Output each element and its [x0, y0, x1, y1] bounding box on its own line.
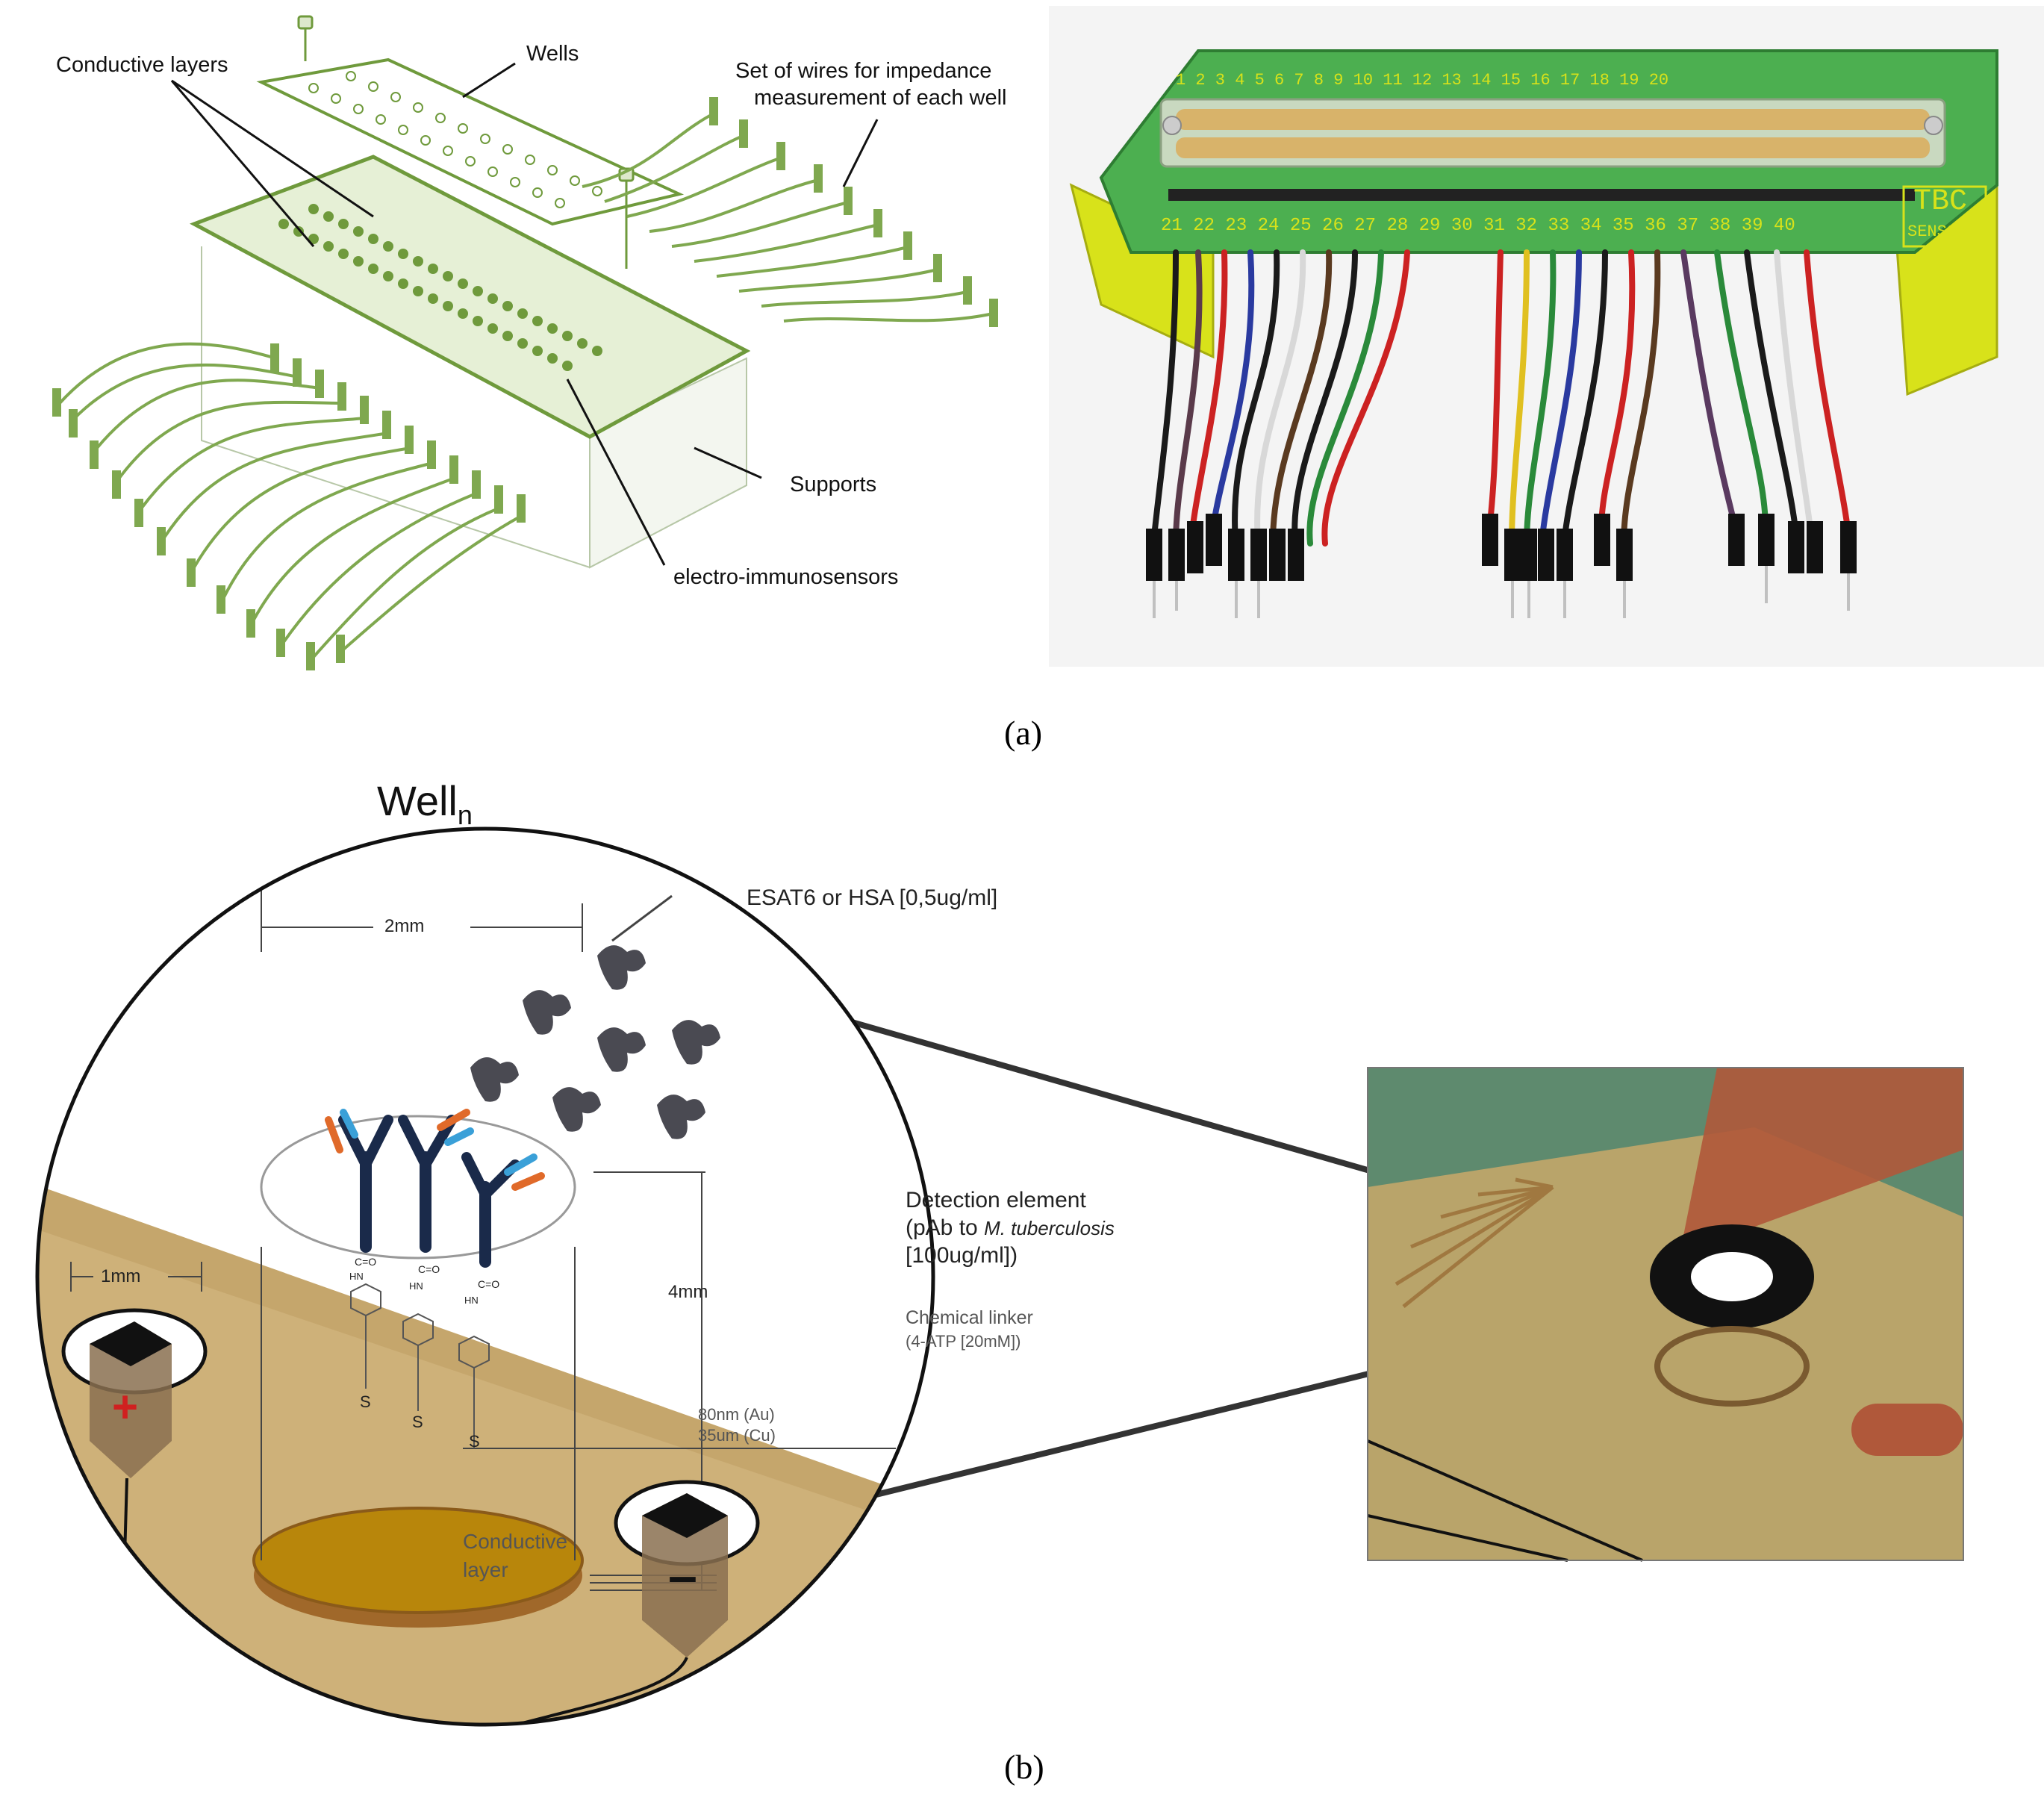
well-holes	[308, 71, 602, 208]
label-copper-layer: 35um (Cu)	[698, 1426, 776, 1445]
wire-pins-right	[709, 97, 998, 327]
caption-b: (b)	[1004, 1748, 1044, 1786]
plus-electrode	[61, 1308, 208, 1725]
label-1mm: 1mm	[101, 1266, 141, 1286]
sensor-photo-illustration: 21 22 23 24 25 26 27 28 29 30 31 32 33 3…	[1069, 49, 1998, 618]
exploded-sensor-illustration	[52, 15, 998, 670]
label-analyte: ESAT6 or HSA [0,5ug/ml]	[747, 885, 998, 910]
board-label-sensor: SENSOR	[1907, 222, 1967, 241]
svg-text:21 22 23 24 25 26 27 28 29 30: 21 22 23 24 25 26 27 28 29 30 31 32 33 3…	[1161, 216, 1795, 236]
plus-sign: +	[112, 1382, 139, 1432]
chem-label-s-1: S	[360, 1392, 371, 1411]
chem-label-hn-2: HN	[409, 1280, 423, 1292]
caption-a: (a)	[1004, 714, 1043, 752]
label-detection-line3: [100ug/ml])	[906, 1243, 1018, 1268]
chem-label-co-3: C=O	[478, 1278, 500, 1290]
panel-a-diagram: Conductive layers Wells Set of wires for…	[0, 0, 1030, 672]
chem-label-hn-1: HN	[349, 1271, 364, 1282]
well-title-main: Well	[377, 777, 458, 824]
label-detection-line2: (pAb to M. tuberculosis	[906, 1215, 1115, 1242]
label-linker-line1: Chemical linker	[906, 1307, 1033, 1328]
chem-label-co-1: C=O	[355, 1256, 377, 1268]
zoom-view	[1367, 1067, 1964, 1562]
chem-label-s-2: S	[412, 1413, 423, 1431]
well-circle	[35, 826, 935, 1727]
label-conductive-layers: Conductive layers	[56, 53, 228, 77]
wires-right	[582, 110, 994, 323]
minus-electrode	[462, 1480, 760, 1725]
well-title-subscript: n	[457, 800, 473, 831]
label-detection-organism: M. tuberculosis	[984, 1217, 1115, 1239]
chem-label-co-2: C=O	[418, 1263, 440, 1275]
board-label-tbc: TBC	[1913, 185, 1968, 219]
label-supports: Supports	[790, 473, 877, 496]
label-conductive-line1: Conductive	[463, 1530, 568, 1553]
electrode-rows	[278, 204, 602, 371]
well-title: Welln	[377, 776, 473, 831]
well-illustration	[35, 826, 1964, 1727]
label-linker-line2: (4-ATP [20mM])	[906, 1332, 1021, 1351]
chem-label-hn-3: HN	[464, 1295, 479, 1306]
label-wires-line1: Set of wires for impedance	[735, 59, 992, 83]
svg-text:1 2 3 4 5 6 7 8 9 10 11 12 13: 1 2 3 4 5 6 7 8 9 10 11 12 13 14 15 16 1…	[1176, 71, 1668, 90]
label-2mm: 2mm	[384, 916, 425, 936]
label-wells: Wells	[526, 42, 579, 66]
antibodies	[325, 1109, 545, 1268]
chemical-linkers	[350, 1283, 490, 1448]
minus-sign: –	[668, 1546, 697, 1604]
wire-pins-bottom-left	[52, 343, 526, 670]
pcb-board	[189, 155, 751, 439]
label-4mm: 4mm	[668, 1282, 708, 1302]
sensor-photo: 21 22 23 24 25 26 27 28 29 30 31 32 33 3…	[1049, 6, 2044, 667]
label-electro-immunosensors: electro-immunosensors	[673, 565, 899, 589]
photo-wires	[1150, 249, 1851, 547]
label-detection-line1: Detection element	[906, 1188, 1086, 1212]
label-conductive-line2: layer	[463, 1558, 508, 1581]
chem-label-s-3: S	[469, 1432, 480, 1451]
panel-b: Welln ESAT6 or HSA [0,5ug/ml] 2mm 1mm 4m…	[0, 769, 2044, 1740]
wires-bottom-left	[58, 342, 523, 658]
label-detection-prefix: (pAb to	[906, 1215, 985, 1240]
antigens	[470, 945, 720, 1139]
label-gold-layer: 80nm (Au)	[698, 1405, 775, 1424]
label-wires-line2: measurement of each well	[754, 86, 1007, 110]
wells-plate	[256, 57, 685, 226]
